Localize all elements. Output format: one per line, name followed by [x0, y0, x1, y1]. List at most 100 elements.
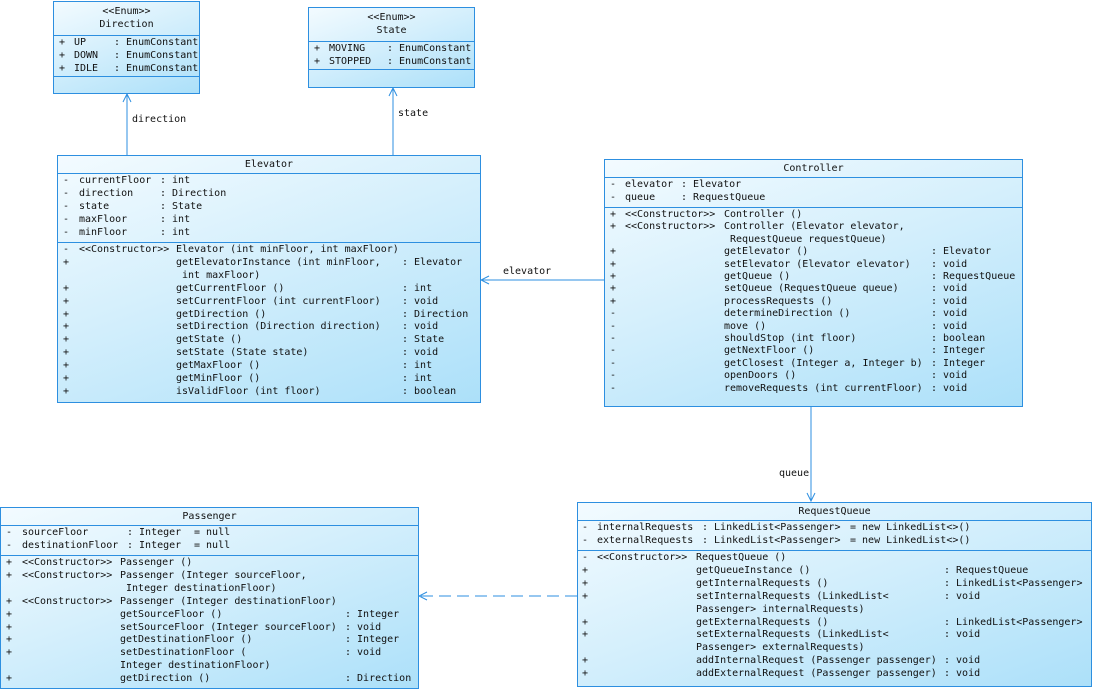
- attribute-row[interactable]: -queue: RequestQueue: [605, 192, 1022, 204]
- operation-row[interactable]: +setQueue (RequestQueue queue): void: [605, 283, 1022, 295]
- operation-return-type: : RequestQueue: [944, 564, 1029, 576]
- operation-row[interactable]: +setExternalRequests (LinkedList<: void: [578, 629, 1091, 641]
- operation-row[interactable]: +<<Constructor>>Passenger (Integer sourc…: [1, 570, 418, 582]
- operation-row[interactable]: +getMinFloor (): int: [58, 373, 480, 385]
- visibility: -: [63, 214, 70, 225]
- operation-signature: getClosest (Integer a, Integer b): [724, 357, 923, 369]
- attribute-row[interactable]: -destinationFloor: Integer= null: [1, 540, 418, 552]
- operation-signature-continued: int maxFloor): [176, 269, 261, 281]
- operation-row[interactable]: +getCurrentFloor (): int: [58, 283, 480, 295]
- operation-row[interactable]: -<<Constructor>>Elevator (int minFloor, …: [58, 244, 480, 256]
- attribute-row[interactable]: -state: State: [58, 201, 480, 213]
- attribute-row[interactable]: +STOPPED: EnumConstant: [309, 56, 474, 68]
- class-direction[interactable]: <<Enum>>Direction+UP: EnumConstant+DOWN:…: [53, 1, 200, 94]
- operation-row[interactable]: +setElevator (Elevator elevator): void: [605, 259, 1022, 271]
- attribute-name: minFloor: [79, 227, 128, 238]
- operation-signature: getInternalRequests (): [696, 577, 829, 589]
- visibility: +: [6, 557, 13, 568]
- attribute-name: internalRequests: [597, 522, 694, 533]
- operation-return-type: : Direction: [345, 673, 412, 685]
- attribute-row[interactable]: +UP: EnumConstant: [54, 37, 199, 49]
- operation-row[interactable]: +setDestinationFloor (: void: [1, 647, 418, 659]
- operation-row[interactable]: +isValidFloor (int floor): boolean: [58, 386, 480, 398]
- operation-signature: getState (): [176, 334, 243, 346]
- attribute-row[interactable]: +IDLE: EnumConstant: [54, 63, 199, 75]
- operation-row[interactable]: -getClosest (Integer a, Integer b): Inte…: [605, 358, 1022, 370]
- operation-row[interactable]: +getExternalRequests (): LinkedList<Pass…: [578, 617, 1091, 629]
- operation-row[interactable]: +getElevatorInstance (int minFloor,: Ele…: [58, 257, 480, 269]
- operation-row[interactable]: -getNextFloor (): Integer: [605, 345, 1022, 357]
- operation-row[interactable]: +<<Constructor>>Passenger (Integer desti…: [1, 596, 418, 608]
- operation-row[interactable]: +setInternalRequests (LinkedList<: void: [578, 591, 1091, 603]
- visibility: -: [6, 540, 13, 551]
- operation-row[interactable]: +setCurrentFloor (int currentFloor): voi…: [58, 296, 480, 308]
- operation-row-continuation: Passenger> internalRequests): [578, 604, 1091, 616]
- operation-row[interactable]: +getDestinationFloor (): Integer: [1, 634, 418, 646]
- operation-row[interactable]: +<<Constructor>>Controller (Elevator ele…: [605, 221, 1022, 233]
- attribute-row[interactable]: -externalRequests: LinkedList<Passenger>…: [578, 535, 1091, 547]
- operation-row[interactable]: +addExternalRequest (Passenger passenger…: [578, 668, 1091, 680]
- operation-return-type: : Integer: [931, 357, 986, 369]
- operation-row[interactable]: -move (): void: [605, 321, 1022, 333]
- operation-row[interactable]: +getSourceFloor (): Integer: [1, 609, 418, 621]
- attribute-row[interactable]: -direction: Direction: [58, 188, 480, 200]
- class-name: State: [376, 25, 407, 36]
- visibility: +: [63, 256, 70, 268]
- attribute-row[interactable]: -sourceFloor: Integer= null: [1, 527, 418, 539]
- operation-signature: removeRequests (int currentFloor): [724, 382, 923, 394]
- operation-row[interactable]: +getMaxFloor (): int: [58, 360, 480, 372]
- attribute-row[interactable]: -minFloor: int: [58, 227, 480, 239]
- class-name: RequestQueue: [798, 506, 871, 517]
- class-passenger[interactable]: Passenger-sourceFloor: Integer= null-des…: [0, 507, 419, 689]
- operation-row[interactable]: +getQueueInstance (): RequestQueue: [578, 565, 1091, 577]
- class-elevator[interactable]: Elevator -currentFloor: int-direction: Di…: [57, 155, 481, 403]
- class-stereotype: <<Enum>>: [102, 6, 151, 17]
- attribute-row[interactable]: -internalRequests: LinkedList<Passenger>…: [578, 522, 1091, 534]
- attribute-type: : EnumConstant: [114, 50, 199, 61]
- operation-row[interactable]: +processRequests (): void: [605, 296, 1022, 308]
- operation-signature: setInternalRequests (LinkedList<: [696, 590, 889, 602]
- visibility: +: [63, 308, 70, 320]
- operation-row[interactable]: +getQueue (): RequestQueue: [605, 271, 1022, 283]
- visibility: +: [63, 295, 70, 307]
- operation-row[interactable]: +<<Constructor>>Passenger (): [1, 557, 418, 569]
- class-requestqueue[interactable]: RequestQueue -internalRequests: LinkedLis…: [577, 502, 1092, 687]
- operation-signature-continued: RequestQueue requestQueue): [724, 233, 887, 245]
- operation-row[interactable]: +getInternalRequests (): LinkedList<Pass…: [578, 578, 1091, 590]
- operation-row[interactable]: +setSourceFloor (Integer sourceFloor): v…: [1, 622, 418, 634]
- visibility: +: [6, 673, 13, 685]
- attribute-row[interactable]: -elevator: Elevator: [605, 179, 1022, 191]
- operation-row[interactable]: +setDirection (Direction direction): voi…: [58, 321, 480, 333]
- operation-row[interactable]: -shouldStop (int floor): boolean: [605, 333, 1022, 345]
- class-state[interactable]: <<Enum>>State+MOVING: EnumConstant+STOPP…: [308, 7, 475, 88]
- attribute-row[interactable]: +MOVING: EnumConstant: [309, 43, 474, 55]
- operation-signature: getDirection (): [120, 673, 211, 685]
- operation-return-type: : Elevator: [402, 256, 463, 268]
- operation-signature: isValidFloor (int floor): [176, 385, 321, 397]
- operation-row[interactable]: -<<Constructor>>RequestQueue (): [578, 552, 1091, 564]
- operation-row[interactable]: +getState (): State: [58, 334, 480, 346]
- class-name: Elevator: [244, 159, 294, 170]
- attribute-row[interactable]: -currentFloor: int: [58, 175, 480, 187]
- attributes-section: +UP: EnumConstant+DOWN: EnumConstant+IDL…: [54, 36, 199, 77]
- attribute-name: DOWN: [74, 50, 99, 61]
- visibility: +: [582, 629, 589, 641]
- operation-signature: RequestQueue (): [696, 552, 787, 563]
- visibility: +: [6, 634, 13, 646]
- operation-row[interactable]: -openDoors (): void: [605, 370, 1022, 382]
- visibility: +: [610, 209, 617, 220]
- operation-row[interactable]: +addInternalRequest (Passenger passenger…: [578, 655, 1091, 667]
- operation-row[interactable]: -determineDirection (): void: [605, 308, 1022, 320]
- operation-row[interactable]: + getDirection () : Direction: [1, 673, 418, 685]
- operation-row[interactable]: +getDirection (): Direction: [58, 309, 480, 321]
- operation-row[interactable]: +<<Constructor>>Controller (): [605, 209, 1022, 221]
- operation-row[interactable]: -removeRequests (int currentFloor): void: [605, 383, 1022, 395]
- operation-signature-continued: Integer destinationFloor): [120, 660, 271, 672]
- operation-row[interactable]: +setState (State state): void: [58, 347, 480, 359]
- operation-row[interactable]: +getElevator (): Elevator: [605, 246, 1022, 258]
- operation-signature: setQueue (RequestQueue queue): [724, 283, 899, 295]
- class-controller[interactable]: Controller-elevator: Elevator-queue: Req…: [604, 159, 1023, 407]
- attribute-row[interactable]: -maxFloor: int: [58, 214, 480, 226]
- attribute-row[interactable]: +DOWN: EnumConstant: [54, 50, 199, 62]
